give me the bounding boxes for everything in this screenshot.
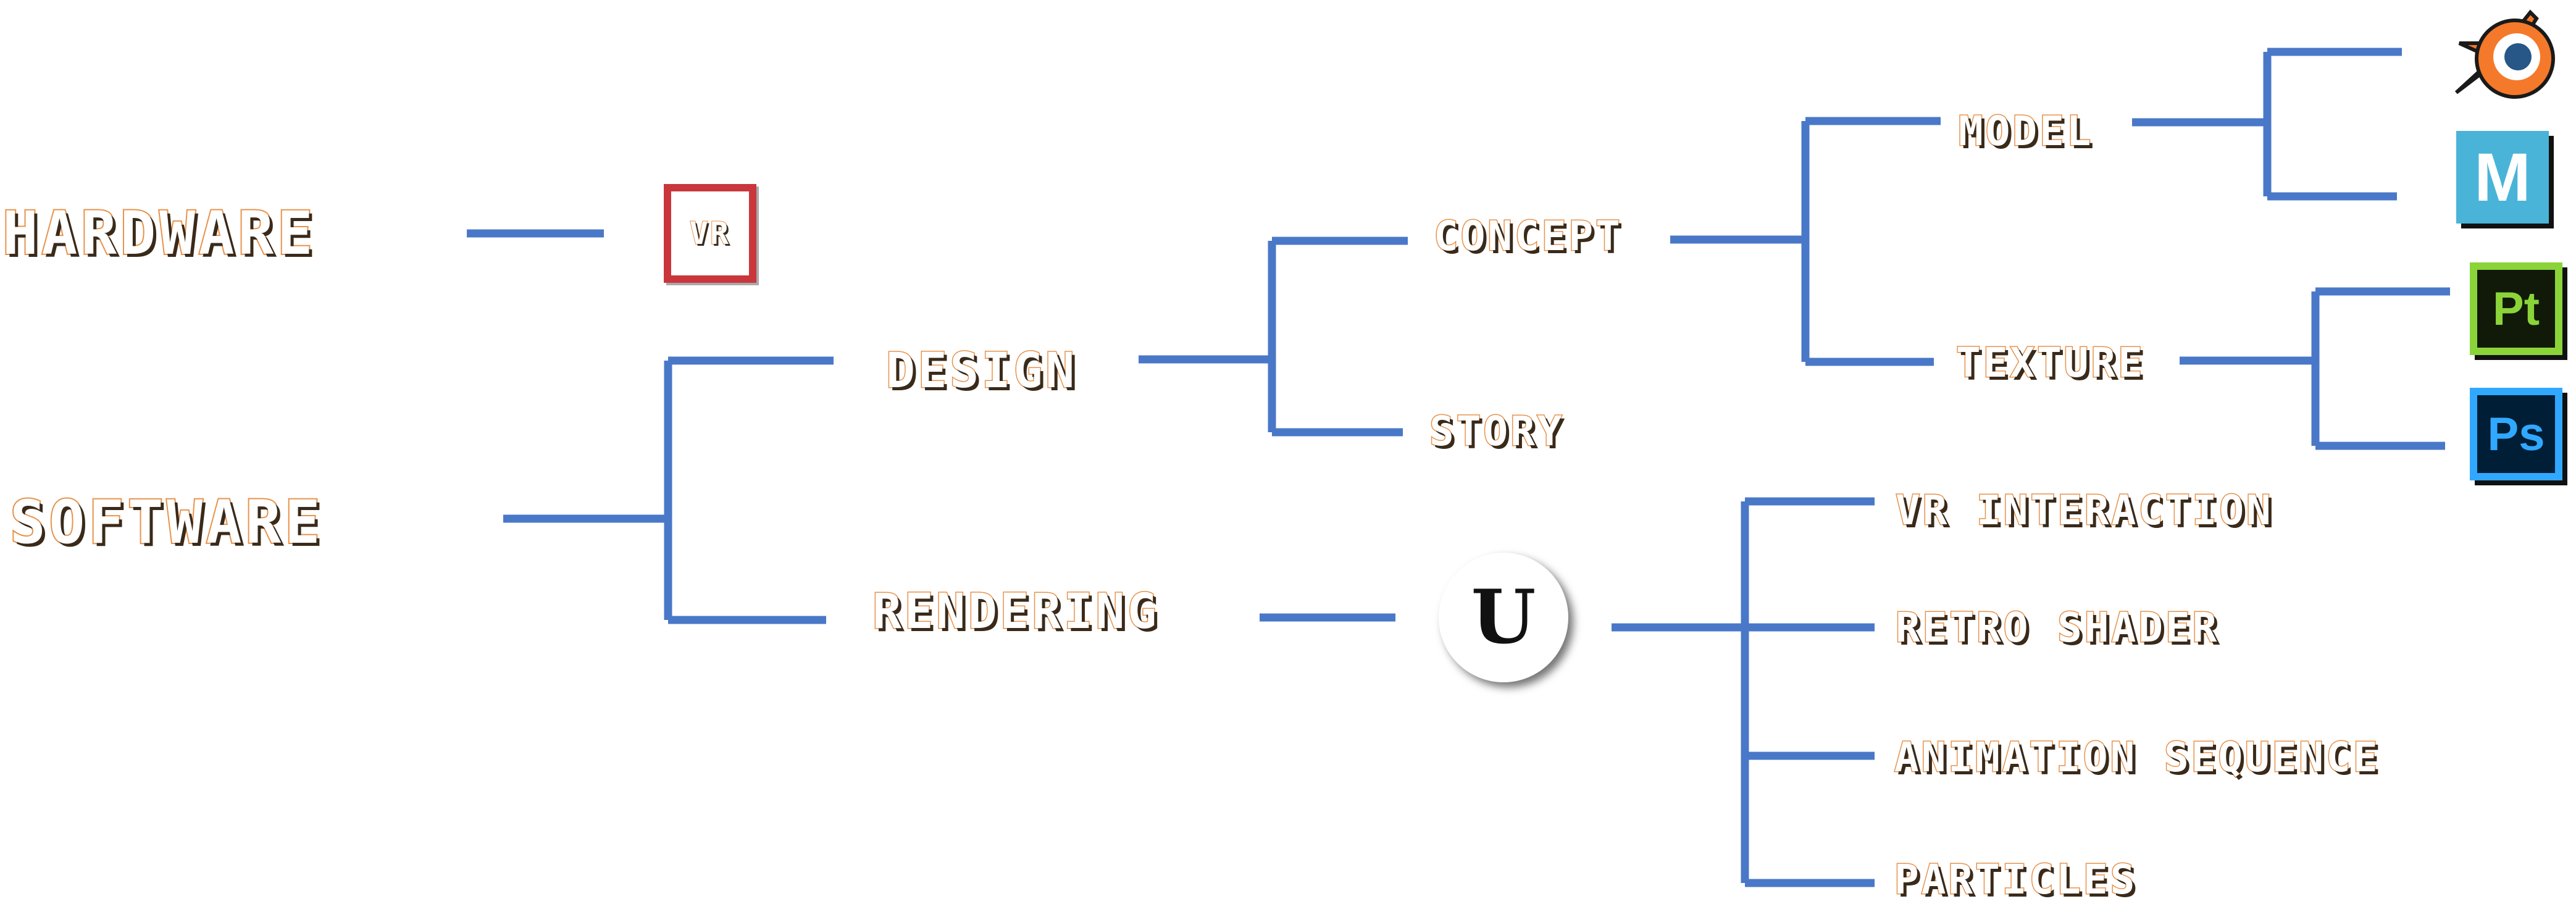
node-particles: PARTICLES [1893,856,2138,903]
connector-texture [2180,287,2450,450]
node-concept: CONCEPT [1433,212,1623,260]
node-story: STORY [1428,408,1565,455]
node-rendering: RENDERING [872,584,1160,640]
connector-model [2132,48,2402,201]
connector-design [1139,236,1408,437]
node-retro-shader: RETRO SHADER [1894,604,2220,651]
node-texture: TEXTURE [1955,339,2145,387]
node-vr: VR [689,216,731,251]
node-design: DESIGN [885,343,1077,399]
node-software: SOFTWARE [9,488,324,557]
connector-concept [1670,117,1941,366]
unreal-engine-icon: U [1439,553,1568,682]
node-vr-interaction: VR INTERACTION [1895,487,2273,534]
node-hardware: HARDWARE [1,199,317,268]
photoshop-icon: Ps [2470,388,2562,480]
blender-icon [2454,9,2555,99]
connector-unreal [1612,497,1875,887]
maya-icon: M [2456,131,2549,224]
substance-painter-icon: Pt [2470,262,2562,355]
connector-software [503,356,834,624]
node-vr-box: VR [664,184,756,283]
node-animation-sequence: ANIMATION SEQUENCE [1894,734,2380,781]
node-model: MODEL [1957,107,2094,155]
